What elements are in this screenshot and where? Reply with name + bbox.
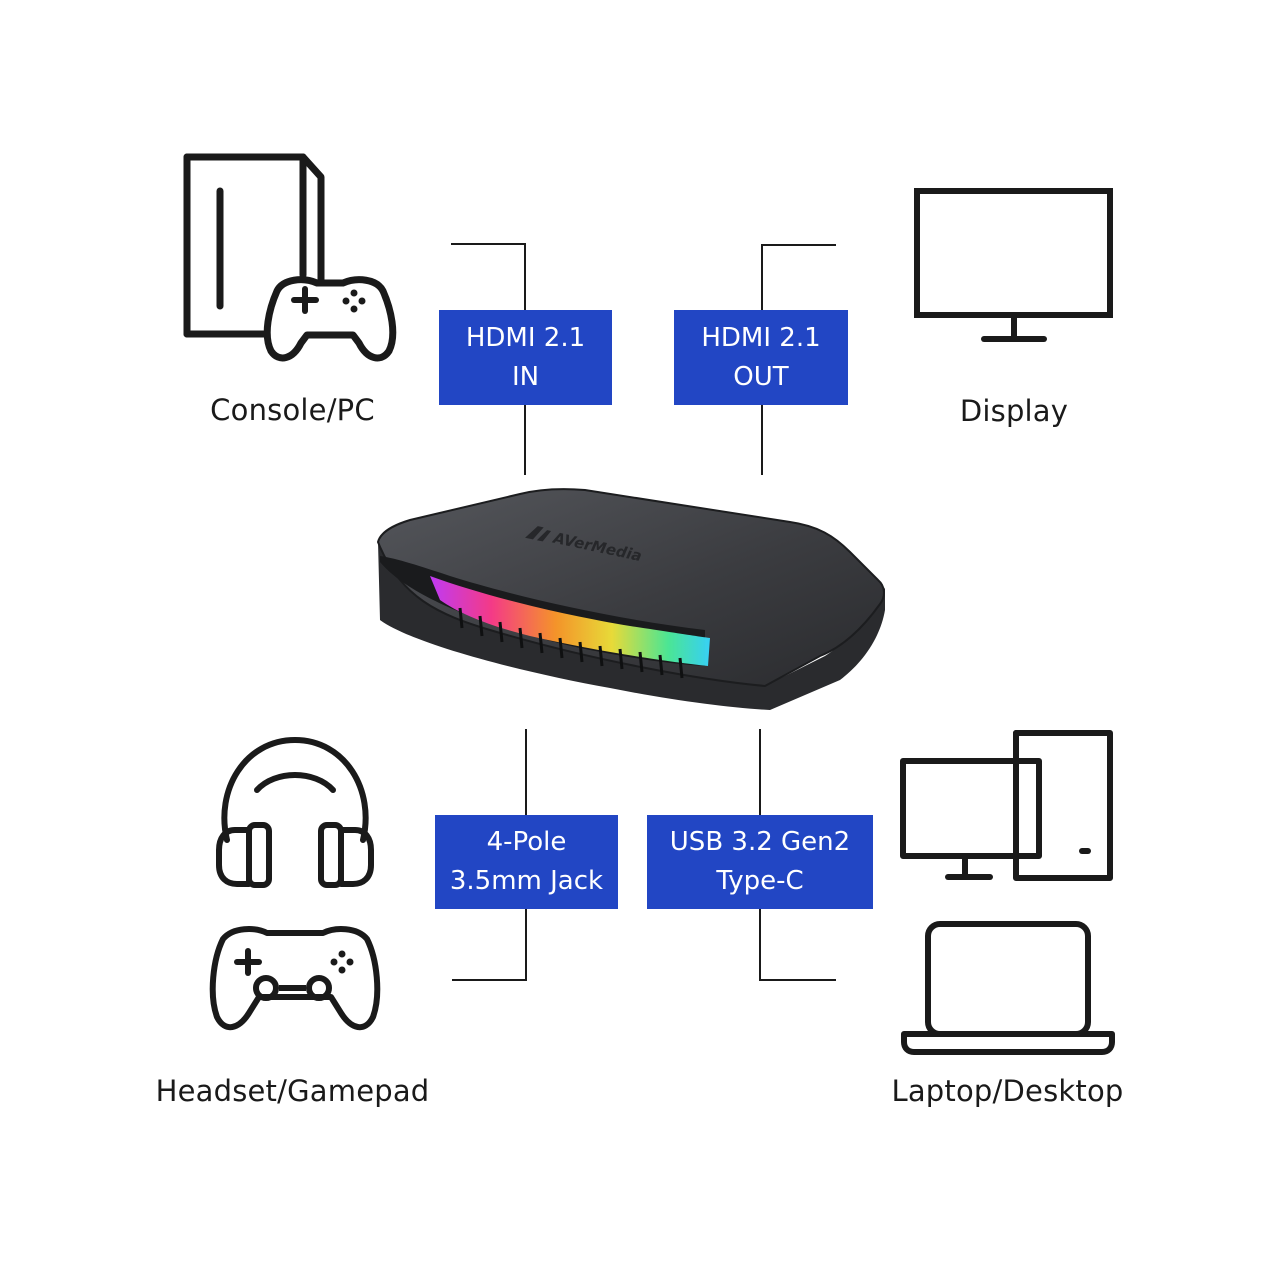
audio-line1: 4-Pole [486,827,567,857]
headset-gamepad-icon [205,730,385,1050]
audio-wire [452,729,527,981]
console-label: Console/PC [210,393,375,427]
usb-port-label: USB 3.2 Gen2 Type-C [647,815,873,909]
display-label: Display [959,394,1069,428]
hdmi-out-line1: HDMI 2.1 [701,322,821,353]
audio-line2: 3.5mm Jack [449,866,604,896]
usb-line2: Type-C [716,866,804,896]
console-tower-icon [183,153,403,363]
laptop-desktop-label: Laptop/Desktop [891,1074,1124,1108]
audio-jack-port-label: 4-Pole 3.5mm Jack [435,815,618,909]
hdmi-in-line1: HDMI 2.1 [465,322,586,353]
monitor-icon [914,188,1114,346]
hdmi-in-line2: IN [511,361,540,392]
capture-device-image: AVerMedia [370,480,890,724]
hdmi-in-port-label: HDMI 2.1 IN [439,310,612,405]
usb-line1: USB 3.2 Gen2 [669,827,851,857]
hdmi-out-port-label: HDMI 2.1 OUT [674,310,848,405]
usb-wire [759,729,836,981]
hdmi-out-line2: OUT [733,361,789,392]
laptop-desktop-icon [898,728,1118,1058]
headset-gamepad-label: Headset/Gamepad [155,1074,430,1108]
